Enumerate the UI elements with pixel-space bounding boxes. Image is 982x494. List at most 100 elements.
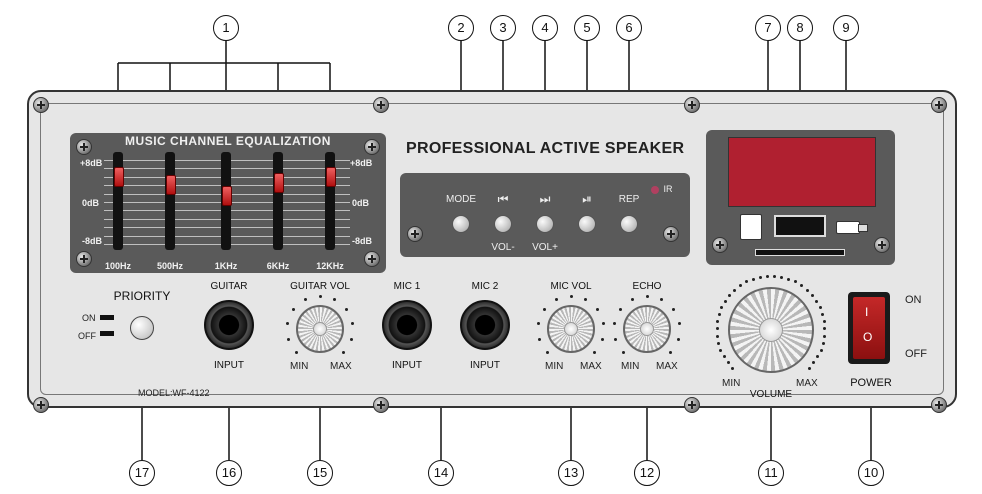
volume-knob-cap	[759, 318, 783, 342]
callout-11: 11	[758, 460, 784, 486]
mic1-input-jack[interactable]	[382, 300, 432, 350]
usb-slot[interactable]	[755, 249, 845, 256]
dial-tick-dot	[787, 277, 791, 281]
next-button[interactable]	[536, 215, 554, 233]
mic2-input-jack[interactable]	[460, 300, 510, 350]
screw-icon	[373, 397, 389, 413]
dial-tick-dot	[823, 327, 827, 331]
freq-label-12khz: 12KHz	[316, 261, 344, 271]
play-pause-button[interactable]	[578, 215, 596, 233]
dial-tick-dot	[295, 350, 299, 354]
dial-tick-dot	[349, 337, 353, 341]
volume-label: VOLUME	[749, 389, 793, 400]
db-label-minus8-left: -8dB	[82, 236, 102, 246]
dial-tick-dot	[602, 322, 606, 326]
panel-title: PROFESSIONAL ACTIVE SPEAKER	[406, 140, 685, 157]
usb-connector-icon	[858, 224, 868, 232]
dial-tick-dot	[822, 320, 826, 324]
dial-tick-dot	[733, 288, 737, 292]
dial-tick-dot	[819, 348, 823, 352]
freq-label-100hz: 100Hz	[104, 261, 131, 271]
volume-max-label: MAX	[796, 378, 818, 389]
speaker-panel-inner-border	[40, 103, 944, 395]
dial-tick-dot	[668, 350, 672, 354]
dial-tick-dot	[758, 275, 762, 279]
dial-tick-dot	[333, 298, 337, 302]
led-display	[728, 137, 876, 207]
dial-tick-dot	[800, 284, 804, 288]
echo-min-label: MIN	[621, 361, 640, 372]
dial-tick-dot	[728, 293, 732, 297]
guitar-label: GUITAR	[210, 281, 248, 292]
dial-tick-dot	[630, 298, 634, 302]
db-label-0-right: 0dB	[352, 198, 370, 208]
dial-tick-dot	[596, 308, 600, 312]
callout-14: 14	[428, 460, 454, 486]
screw-icon	[712, 237, 728, 253]
dial-tick-dot	[285, 322, 289, 326]
echo-label: ECHO	[632, 281, 662, 292]
callout-17: 17	[129, 460, 155, 486]
dial-tick-dot	[805, 288, 809, 292]
callout-8: 8	[787, 15, 813, 41]
screw-icon	[364, 139, 380, 155]
callout-15: 15	[307, 460, 333, 486]
eq-slider-12khz[interactable]	[326, 166, 336, 187]
guitar-vol-label: GUITAR VOL	[290, 281, 350, 292]
dial-tick-dot	[660, 298, 664, 302]
mic2-input-label: INPUT	[470, 360, 500, 371]
dial-tick-dot	[717, 341, 721, 345]
dial-tick-dot	[720, 306, 724, 310]
model-label: MODEL:WF-4122	[138, 388, 210, 398]
power-off-label: OFF	[905, 348, 927, 360]
dial-tick-dot	[731, 366, 735, 370]
callout-13: 13	[558, 460, 584, 486]
mic1-input-label: INPUT	[392, 360, 422, 371]
dial-tick-dot	[821, 312, 825, 316]
eq-slider-6khz[interactable]	[274, 173, 284, 193]
dial-tick-dot	[818, 306, 822, 310]
dial-tick-dot	[773, 274, 777, 278]
callout-1: 1	[213, 15, 239, 41]
repeat-button[interactable]	[620, 215, 638, 233]
previous-track-icon: ⏮	[497, 192, 509, 206]
dial-tick-dot	[816, 355, 820, 359]
dial-tick-dot	[812, 361, 816, 365]
mode-button[interactable]	[452, 215, 470, 233]
mic-vol-max-label: MAX	[580, 361, 602, 372]
volume-knob[interactable]	[728, 287, 814, 373]
echo-knob[interactable]	[623, 305, 671, 353]
eq-slider-500hz[interactable]	[166, 174, 176, 195]
eq-slot-100hz	[113, 152, 123, 250]
guitar-input-jack[interactable]	[204, 300, 254, 350]
dial-tick-dot	[823, 334, 827, 338]
dial-tick-dot	[318, 294, 322, 298]
dial-tick-dot	[723, 299, 727, 303]
priority-label: PRIORITY	[113, 289, 171, 303]
dial-tick-dot	[807, 366, 811, 370]
rep-label: REP	[618, 194, 640, 205]
priority-button[interactable]	[130, 316, 154, 340]
db-label-plus8-left: +8dB	[80, 158, 103, 168]
eq-slider-1khz[interactable]	[222, 185, 232, 206]
callout-5: 5	[574, 15, 600, 41]
card-slot[interactable]	[774, 215, 826, 237]
ir-label: IR	[663, 184, 673, 194]
eq-slider-100hz[interactable]	[114, 166, 124, 187]
switch-down-icon	[100, 331, 114, 336]
previous-button[interactable]	[494, 215, 512, 233]
screw-icon	[684, 97, 700, 113]
dial-tick-dot	[815, 299, 819, 303]
dial-tick-dot	[780, 275, 784, 279]
callout-12: 12	[634, 460, 660, 486]
vol-plus-label: VOL+	[532, 242, 558, 253]
usb-icon	[836, 221, 860, 234]
dial-tick-dot	[546, 350, 550, 354]
callout-4: 4	[532, 15, 558, 41]
db-label-0-left: 0dB	[82, 198, 100, 208]
equalizer-title: MUSIC CHANNEL EQUALIZATION	[125, 134, 331, 148]
dial-tick-dot	[303, 298, 307, 302]
power-switch[interactable]	[853, 297, 885, 359]
dial-tick-dot	[678, 322, 682, 326]
dial-tick-dot	[717, 312, 721, 316]
